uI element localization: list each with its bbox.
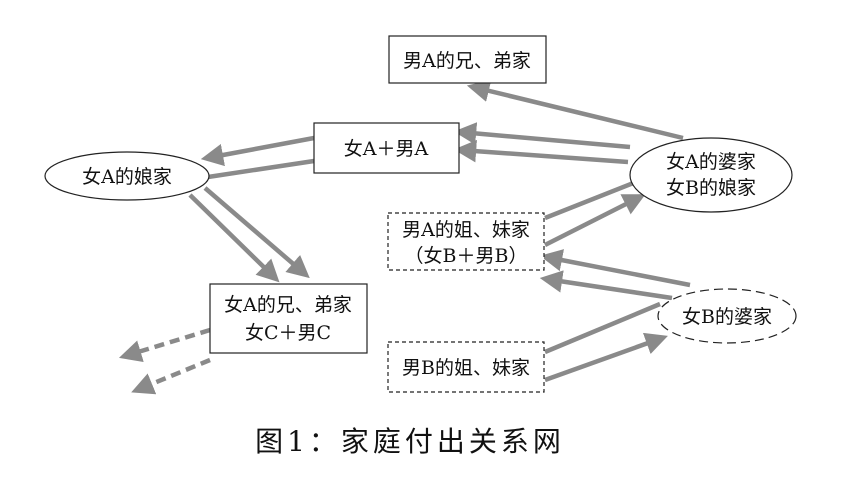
node-male-b-sisters: 男B的姐、妹家 [387, 341, 545, 393]
node-female-a-parents-label: 女A的娘家 [82, 166, 172, 188]
figure-caption: 图1：家庭付出关系网 [255, 425, 565, 458]
arrow-male-b-sisters-to-b-in-laws-1 [544, 301, 661, 355]
arrow-b-in-laws-to-sisters-1 [539, 249, 691, 288]
arrow-brothers-out-2 [131, 357, 211, 395]
arrow-male-b-sisters-to-b-in-laws-2 [544, 332, 668, 383]
node-female-a-in-laws-label-1: 女A的婆家 [666, 151, 756, 173]
arrow-parents-to-brothers-1 [188, 193, 280, 283]
arrow-sisters-to-in-laws-1 [544, 179, 637, 221]
node-female-b-in-laws: 女B的婆家 [657, 288, 797, 344]
arrow-in-laws-to-couple-a-1 [453, 122, 631, 150]
arrow-b-in-laws-to-sisters-2 [539, 270, 673, 301]
node-female-a-brothers-label-2: 女C＋男C [245, 322, 331, 344]
arrows [118, 79, 691, 395]
arrow-in-laws-to-male-a-brothers [466, 79, 684, 141]
arrow-couple-a-to-parents-2 [207, 158, 315, 180]
node-couple-a: 女A＋男A [313, 122, 460, 174]
node-female-a-parents: 女A的娘家 [44, 151, 210, 201]
arrow-in-laws-to-couple-a-2 [453, 139, 629, 165]
arrow-brothers-out-1 [118, 327, 211, 363]
node-female-b-in-laws-label: 女B的婆家 [682, 306, 772, 328]
node-male-b-sisters-label: 男B的姐、妹家 [402, 357, 530, 379]
node-female-a-brothers-label-1: 女A的兄、弟家 [224, 294, 352, 316]
arrow-sisters-to-in-laws-2 [543, 194, 646, 248]
node-male-a-sisters: 男A的姐、妹家 （女B＋男B） [387, 212, 545, 271]
node-female-a-in-laws: 女A的婆家 女B的娘家 [629, 137, 793, 213]
node-male-a-brothers-label: 男A的兄、弟家 [403, 50, 531, 72]
node-male-a-brothers: 男A的兄、弟家 [388, 35, 547, 84]
node-female-a-brothers: 女A的兄、弟家 女C＋男C [209, 283, 368, 354]
node-female-a-in-laws-label-2: 女B的娘家 [666, 177, 756, 199]
node-male-a-sisters-label-2: （女B＋男B） [405, 245, 528, 267]
arrow-parents-to-brothers-2 [203, 186, 310, 279]
arrow-couple-a-to-parents-1 [200, 135, 315, 167]
node-male-a-sisters-label-1: 男A的姐、妹家 [402, 219, 530, 241]
node-couple-a-label: 女A＋男A [344, 138, 429, 160]
